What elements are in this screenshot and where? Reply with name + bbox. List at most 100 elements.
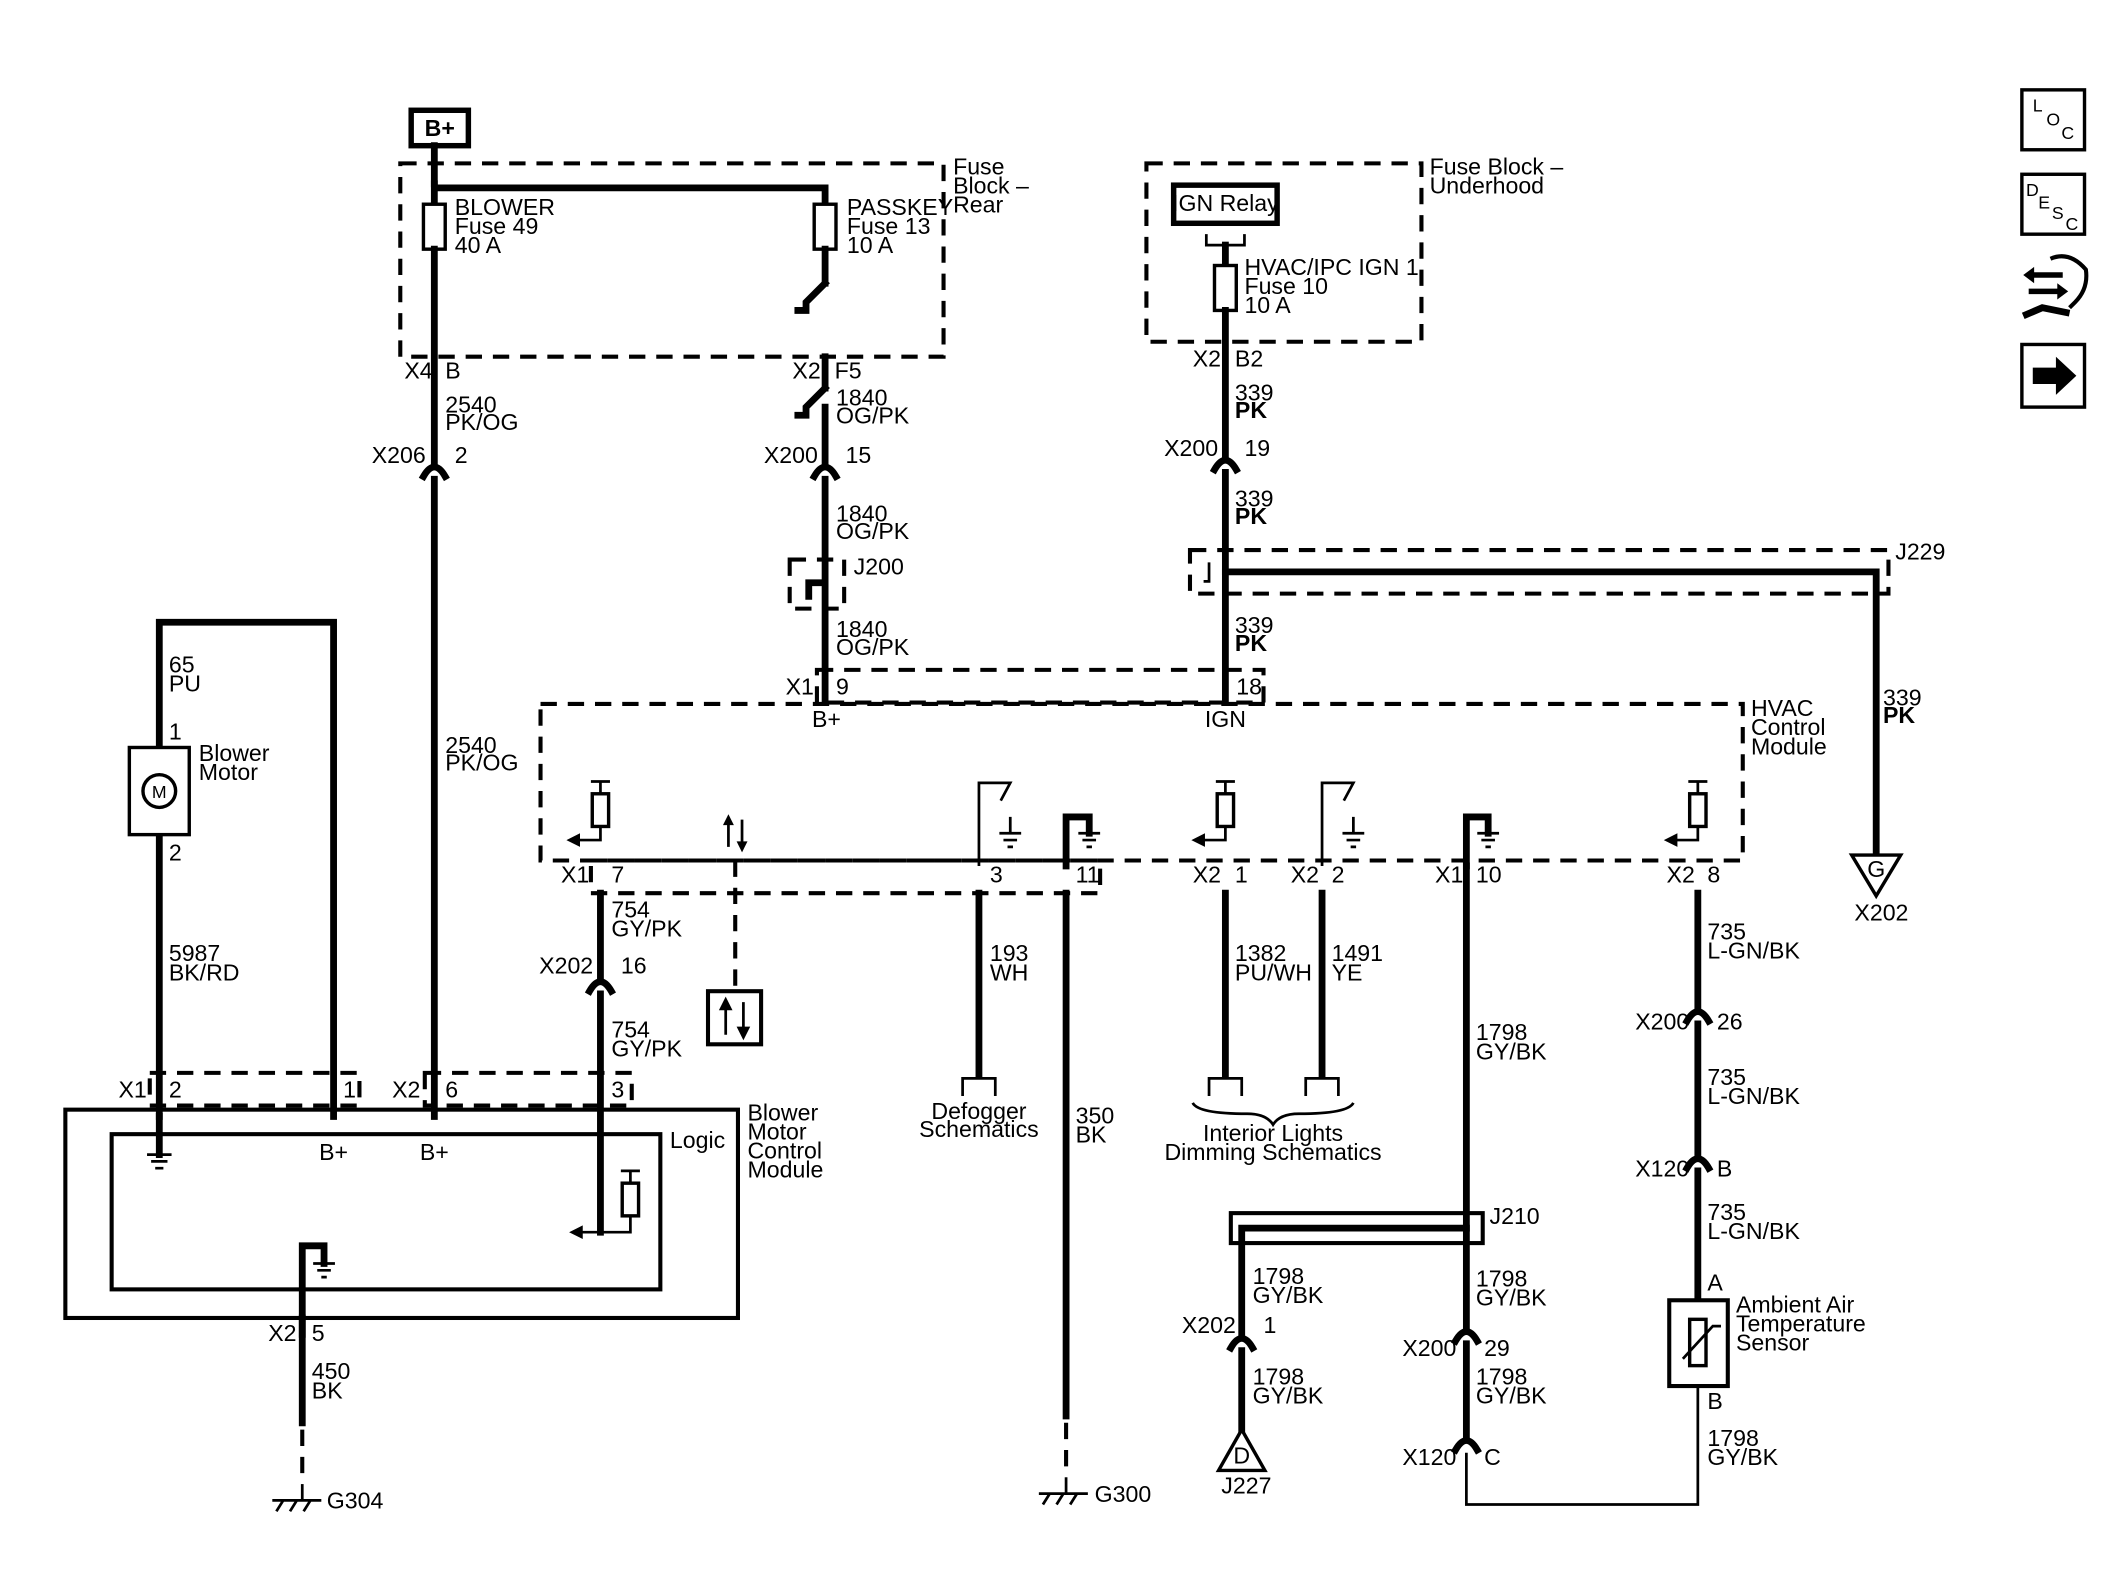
wire-754-color-2: GY/PK <box>611 1036 682 1062</box>
wire-2540-color-lower: PK/OG <box>445 750 518 776</box>
wire-1798-color-6: GY/BK <box>1707 1444 1778 1470</box>
passkey-fuse <box>812 202 838 251</box>
ground-ref-g <box>1848 853 1904 900</box>
pin-x202-1-num: 1 <box>1264 1312 1277 1338</box>
sensor-label-1: Ambient Air <box>1736 1292 1855 1318</box>
wire-339-number-2: 339 <box>1235 485 1274 511</box>
ground-g304-label: G304 <box>327 1488 384 1514</box>
wire-1798-color-3: GY/BK <box>1253 1383 1324 1409</box>
pin-2: 2 <box>1332 861 1345 887</box>
pin-x200-26: X200 <box>1635 1008 1689 1034</box>
connector-x120-c <box>1450 1437 1482 1455</box>
wire-1798-number-3: 1798 <box>1253 1364 1304 1390</box>
pin-29: 29 <box>1484 1335 1510 1361</box>
wire-1798-color-2: GY/BK <box>1253 1282 1324 1308</box>
pin-15: 15 <box>846 442 872 468</box>
blower-motor-control-module: X1 2 1 X2 6 3 Logic Blower Motor Control… <box>63 1070 823 1346</box>
wire-1840-number-3: 1840 <box>836 616 887 642</box>
blower-motor-label-2: Motor <box>199 759 258 785</box>
splice-j229 <box>1187 548 1891 596</box>
wire-450-number: 450 <box>312 1358 351 1384</box>
blower-motor: 65 PU 1 M Blower Motor 2 5987 BK/RD <box>127 618 337 1120</box>
blower-pin-1: 1 <box>169 718 182 744</box>
pin-1: 1 <box>1235 861 1248 887</box>
splice-j200 <box>787 557 847 611</box>
wire-754-color: GY/PK <box>611 916 682 942</box>
next-arrow-icon[interactable] <box>2020 342 2087 409</box>
hvac-module-label-2: Control <box>1751 714 1826 740</box>
pin-j210: J210 <box>1490 1203 1540 1229</box>
ground-ref-d <box>1215 1426 1268 1473</box>
sensor-pin-a: A <box>1707 1270 1723 1296</box>
ground-ref-d-label: D <box>1233 1443 1250 1469</box>
passkey-fuse-rating: 10 A <box>847 232 894 258</box>
hvac-bplus: B+ <box>812 706 841 732</box>
logic-label: Logic <box>670 1127 725 1153</box>
loc-icon[interactable]: L O C <box>2020 88 2087 152</box>
wire-735-number-2: 735 <box>1707 1064 1746 1090</box>
wire-2540-number: 2540 <box>445 392 496 418</box>
pin-x202-g: X202 <box>1854 899 1908 925</box>
sensor-label-3: Sensor <box>1736 1330 1810 1356</box>
pin-j200: J200 <box>854 554 904 580</box>
wire-735-color-1: L-GN/BK <box>1707 938 1800 964</box>
pin-x206: X206 <box>372 442 426 468</box>
pin-b2: B2 <box>1235 345 1263 371</box>
connector-x120-b <box>1682 1155 1714 1173</box>
connector-x200-15 <box>809 463 841 482</box>
pin-x1-7: X1 <box>561 861 589 887</box>
ground-g304 <box>272 1499 322 1513</box>
wire-1491-number: 1491 <box>1332 940 1383 966</box>
pin-7: 7 <box>611 861 624 887</box>
wire-1840-number: 1840 <box>836 385 887 411</box>
pin-bmcm-3: 3 <box>611 1076 624 1102</box>
pin-f5: F5 <box>835 358 862 384</box>
pin-x206-2: 2 <box>455 442 468 468</box>
bmcm-label-1: Blower <box>747 1100 818 1126</box>
hvac-fuse-name: HVAC/IPC IGN 1 <box>1244 254 1418 280</box>
wire-339-color: PK <box>1235 397 1267 423</box>
bmcm-label-2: Motor <box>747 1119 806 1145</box>
pin-x1-10: X1 <box>1435 861 1463 887</box>
hvac-ipc-fuse <box>1212 263 1238 313</box>
splice-j210 <box>1228 1211 1485 1246</box>
blower-fuse-name: BLOWER <box>455 194 555 220</box>
wire-735-number-1: 735 <box>1707 918 1746 944</box>
loc-letter-c: C <box>2061 123 2074 143</box>
pin-x1-9: X1 <box>786 673 814 699</box>
hvac-module-label-3: Module <box>1751 733 1827 759</box>
b-plus-label: B+ <box>425 115 455 141</box>
wire-339-number: 339 <box>1235 379 1274 405</box>
fuse-block-rear-label-1: Fuse <box>953 153 1004 179</box>
pin-x200-29: X200 <box>1402 1335 1456 1361</box>
ground-g300 <box>1038 1492 1088 1506</box>
wire-1798-number-5: 1798 <box>1476 1364 1527 1390</box>
bmcm-bplus-1: B+ <box>319 1139 348 1165</box>
pin-26: 26 <box>1717 1008 1743 1034</box>
fuse-block-underhood-label-1: Fuse Block – <box>1430 153 1564 179</box>
pin-18: 18 <box>1236 673 1262 699</box>
fuse-block-rear-label-3: Rear <box>953 191 1003 217</box>
connector-x200-19 <box>1209 456 1241 475</box>
wire-1798-number-1: 1798 <box>1476 1019 1527 1045</box>
blower-pin-2: 2 <box>169 839 182 865</box>
wire-1798-color-1: GY/BK <box>1476 1038 1547 1064</box>
pin-c: C <box>1484 1444 1501 1470</box>
pin-x120-b: X120 <box>1635 1155 1689 1181</box>
bmcm-label-4: Module <box>747 1157 823 1183</box>
wire-1840-number-2: 1840 <box>836 500 887 526</box>
motor-icon <box>141 773 178 810</box>
pin-x2-2: X2 <box>1291 861 1319 887</box>
wire-450-color: BK <box>312 1377 343 1403</box>
fuse-block-underhood-label-2: Underhood <box>1430 172 1544 198</box>
desc-icon[interactable]: D E S C <box>2020 172 2087 236</box>
hvac-ign: IGN <box>1205 706 1246 732</box>
connector-x200-26 <box>1682 1008 1714 1026</box>
pin-x2-bmcm: X2 <box>392 1076 420 1102</box>
serial-data-icon <box>705 989 764 1047</box>
connector-tool-icon[interactable] <box>2021 254 2089 320</box>
pin-5: 5 <box>312 1320 325 1346</box>
wire-1491-color: YE <box>1332 959 1363 985</box>
pin-3: 3 <box>990 861 1003 887</box>
